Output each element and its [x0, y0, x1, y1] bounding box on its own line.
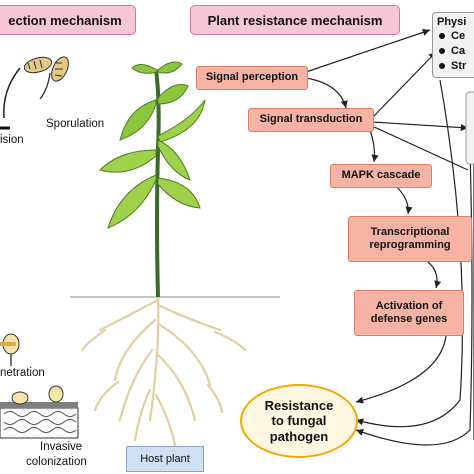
physiological-box: Physi Ce Ca Str: [432, 12, 474, 78]
infection-title-text: ection mechanism: [8, 12, 122, 28]
arrow-activation-resistance: [355, 335, 447, 404]
penetration-icon: [0, 333, 20, 366]
arrow-mapk-transcription: [395, 185, 413, 215]
penetration-label: netration: [0, 367, 45, 379]
arrow-transduction-right: [371, 121, 469, 132]
plant-resistance-title: Plant resistance mechanism: [190, 5, 400, 35]
physiological-item: Str: [439, 60, 474, 75]
arrow-perception-transduction: [305, 77, 348, 109]
bullet-icon: [439, 63, 445, 70]
arrow-perception-physio: [305, 28, 431, 73]
transcriptional-box: Transcriptional reprogramming: [348, 216, 472, 262]
arrow-transduction-physio: [371, 51, 437, 119]
lifecycle-arc: [3, 67, 21, 119]
mapk-cascade-text: MAPK cascade: [341, 169, 421, 182]
host-plant-illustration: [70, 61, 280, 447]
arrow-transduction-mapk: [369, 129, 379, 163]
colonization-label: colonization: [26, 456, 87, 468]
signal-perception-text: Signal perception: [205, 71, 299, 84]
arrow-transcription-activation: [427, 261, 442, 289]
spore-icon: [23, 56, 69, 100]
bullet-icon: [439, 48, 445, 55]
transcriptional-text-1: Transcriptional: [370, 225, 450, 238]
right-partial-box: [465, 91, 474, 165]
resistance-outcome: Resistance to fungal pathogen: [240, 384, 358, 458]
resistance-line-3: pathogen: [269, 428, 329, 444]
mapk-cascade-box: MAPK cascade: [330, 164, 432, 188]
physiological-list: Ce Ca Str: [433, 30, 474, 75]
physiological-item: Ca: [439, 45, 474, 60]
resistance-title-text: Plant resistance mechanism: [207, 12, 383, 28]
signal-transduction-box: Signal transduction: [248, 108, 374, 132]
colonization-icon: [0, 385, 79, 439]
signal-transduction-text: Signal transduction: [259, 113, 363, 126]
physiological-item: Ce: [439, 30, 474, 45]
host-plant-label: Host plant: [126, 446, 204, 472]
infection-mechanism-title: ection mechanism: [0, 5, 136, 35]
physiological-title: Physi: [437, 16, 467, 28]
transcriptional-text-2: reprogramming: [369, 239, 451, 251]
ision-label: ision: [0, 134, 24, 146]
signal-perception-box: Signal perception: [196, 66, 308, 90]
bullet-icon: [439, 33, 445, 40]
activation-text-2: defense genes: [370, 313, 448, 325]
invasive-label: Invasive: [40, 441, 83, 453]
sporulation-label: Sporulation: [46, 118, 105, 130]
activation-box: Activation of defense genes: [354, 290, 464, 336]
resistance-line-2: to fungal: [271, 413, 327, 429]
arrow-physio-resistance: [355, 79, 464, 428]
resistance-line-1: Resistance: [264, 397, 334, 413]
activation-text-1: Activation of: [375, 299, 443, 312]
host-plant-text: Host plant: [140, 453, 190, 465]
